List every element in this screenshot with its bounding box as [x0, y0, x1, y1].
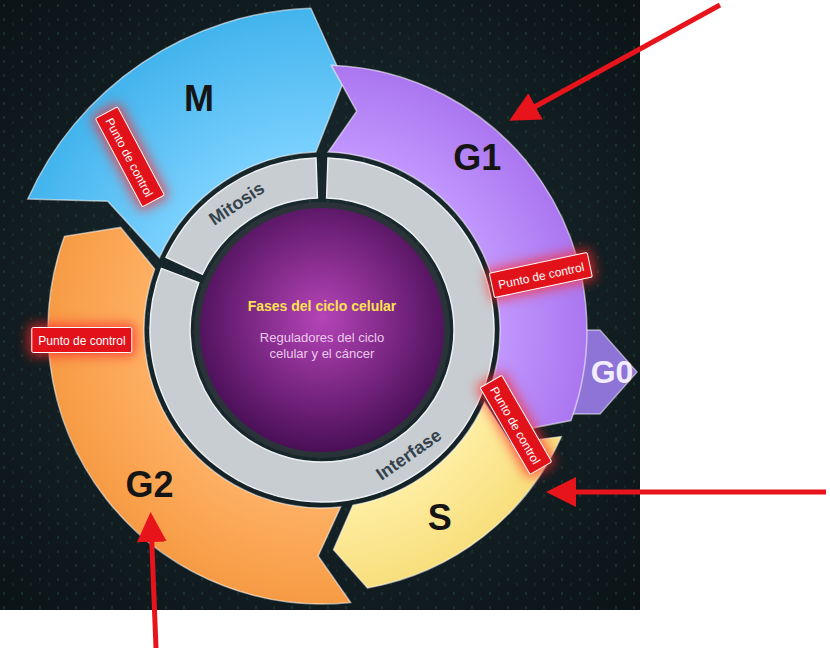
center-subtitle: Reguladores del ciclo celular y el cánce… [247, 330, 397, 363]
segment-outline [48, 227, 351, 604]
pointer-arrow [518, 5, 720, 116]
phase-letter: G1 [453, 137, 501, 179]
phase-letter: G2 [126, 464, 174, 506]
inner-ring-ground [194, 202, 450, 458]
phase-letter: M [184, 78, 214, 120]
center-circle: Fases del ciclo celularReguladores del c… [0, 0, 640, 610]
g0-arrow-shape [540, 330, 637, 414]
checkpoint-box: Punto de control [31, 327, 132, 353]
panel-texture [0, 0, 640, 610]
center-disc [200, 208, 444, 452]
pointer-arrow [556, 490, 826, 495]
center-text-group: Fases del ciclo celularReguladores del c… [247, 298, 397, 363]
checkpoint-label: Punto de control [38, 334, 125, 348]
phase-letter: S [428, 497, 452, 539]
phase-letter: G0 [591, 354, 634, 391]
center-title: Fases del ciclo celular [247, 298, 397, 314]
segment-outline [334, 402, 562, 588]
dark-panel [0, 0, 640, 610]
ring-band [150, 158, 494, 502]
